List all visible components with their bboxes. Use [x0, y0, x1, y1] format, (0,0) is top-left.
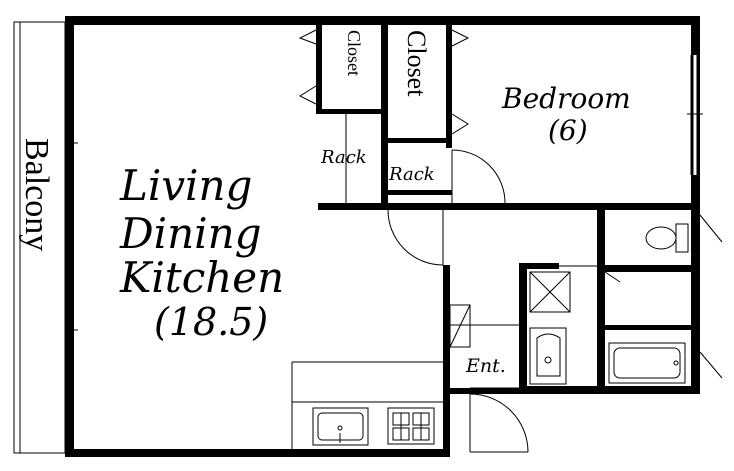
- wall-bottom-bath: [523, 386, 700, 394]
- wall-bath-top: [605, 325, 691, 330]
- stove-outer: [387, 407, 435, 445]
- washer-box: [529, 271, 571, 313]
- balcony: [13, 21, 78, 454]
- wall-wc-bath: [605, 265, 700, 272]
- bathtub: [608, 342, 686, 384]
- closet-label-2: Closet: [402, 30, 431, 97]
- wall-wc-left: [597, 210, 605, 394]
- closet-door-left-2: [298, 85, 317, 105]
- bathtub-inner: [613, 347, 681, 379]
- wall-closet-left: [316, 16, 322, 110]
- wall-left: [65, 16, 74, 457]
- closet-door-right-2: [451, 113, 469, 135]
- wall-closet-bottom-2: [384, 138, 452, 143]
- bath-door-swing: [699, 351, 723, 379]
- basin-outer: [529, 327, 567, 385]
- kitchen-sink-drain: [337, 425, 343, 431]
- ldk-door-swing: [387, 209, 444, 266]
- walls: [65, 16, 700, 457]
- wall-bottom-ldk: [65, 449, 450, 457]
- washing-machine-space: [529, 271, 571, 313]
- wall-bottom-entry: [443, 388, 525, 394]
- rack-label-2: Rack: [388, 164, 435, 185]
- toilet-tank: [675, 223, 689, 253]
- room-labels: Balcony Living Dining Kitchen (18.5) Bed…: [18, 30, 631, 377]
- ldk-label-kitchen: Kitchen: [119, 253, 284, 302]
- wall-washroom-top: [519, 263, 559, 269]
- basin-drain: [544, 356, 552, 364]
- bathtub-outer: [608, 342, 686, 384]
- wash-basin: [529, 327, 567, 385]
- toilet-bowl: [645, 226, 677, 250]
- entry-fixtures: [449, 304, 519, 389]
- bathtub-drain: [673, 360, 679, 366]
- shoe-box: [449, 304, 471, 348]
- balcony-label: Balcony: [18, 138, 55, 251]
- closet-door-left-1: [298, 29, 317, 45]
- closet-door-right-1: [451, 29, 470, 47]
- wall-washroom-left: [519, 263, 527, 394]
- wall-closet-bottom-1: [316, 109, 386, 114]
- toilet: [645, 223, 689, 253]
- bedroom-label: Bedroom: [501, 82, 631, 115]
- wall-ldk-entry: [443, 265, 450, 457]
- bedroom-size-label: (6): [548, 114, 588, 147]
- kitchen-counter: [291, 361, 443, 449]
- ldk-size-label: (18.5): [154, 300, 268, 344]
- bedroom-door-swing: [451, 149, 506, 204]
- ldk-label-living: Living: [119, 161, 252, 210]
- rack-label-1: Rack: [320, 147, 367, 168]
- wc-door-swing: [699, 214, 723, 243]
- washer-x-2: [529, 271, 571, 313]
- wall-rack-bottom-2: [384, 190, 452, 195]
- wall-closet-right: [446, 16, 452, 148]
- washroom-door: [604, 271, 621, 283]
- basin-bowl: [536, 333, 561, 377]
- closet-doors: [298, 29, 470, 203]
- closet-label-1: Closet: [344, 30, 364, 76]
- doors: [387, 149, 723, 453]
- balcony-outline: [13, 21, 66, 454]
- entrance-label: Ent.: [465, 355, 506, 377]
- kitchen-sink-outer: [312, 407, 369, 446]
- wall-mid-horizontal: [318, 203, 700, 210]
- shoe-box-diag: [449, 304, 471, 348]
- entry-door-swing: [469, 393, 529, 453]
- ldk-label-dining: Dining: [119, 209, 262, 258]
